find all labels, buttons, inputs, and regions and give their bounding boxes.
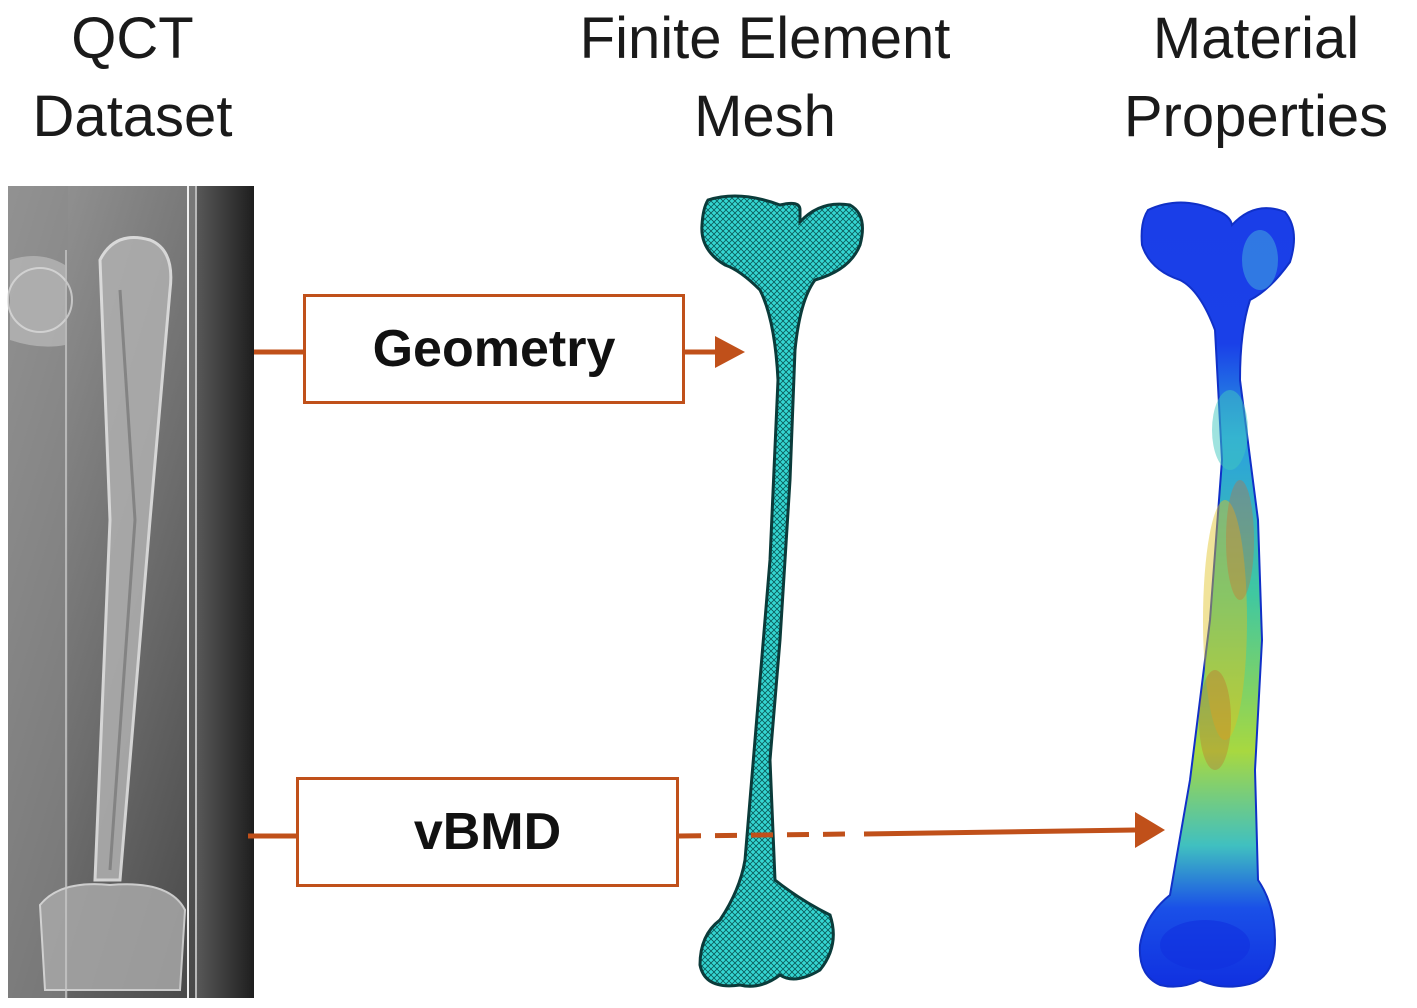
vbmd-label: vBMD <box>413 803 562 861</box>
geometry-box: Geometry <box>303 294 685 404</box>
qct-title-line1: QCT <box>71 6 194 71</box>
finite-element-mesh-title: Finite Element Mesh <box>540 0 990 156</box>
qct-xray-image <box>7 186 254 998</box>
fem-title-line2: Mesh <box>694 84 836 149</box>
fem-title-line1: Finite Element <box>579 6 951 71</box>
geometry-label: Geometry <box>372 320 616 378</box>
material-title-line2: Properties <box>1123 84 1389 149</box>
vbmd-connector <box>248 812 1165 848</box>
femur-mesh-image <box>698 194 864 988</box>
vbmd-box: vBMD <box>296 777 679 887</box>
vbmd-arrowhead <box>1135 812 1165 848</box>
qct-dataset-title: QCT Dataset <box>0 0 265 156</box>
femur-material-heatmap-image <box>1138 201 1295 988</box>
geometry-arrowhead <box>715 336 745 368</box>
geometry-connector <box>254 336 745 368</box>
qct-title-line2: Dataset <box>32 84 233 149</box>
material-properties-title: Material Properties <box>1095 0 1417 156</box>
material-title-line1: Material <box>1152 6 1360 71</box>
